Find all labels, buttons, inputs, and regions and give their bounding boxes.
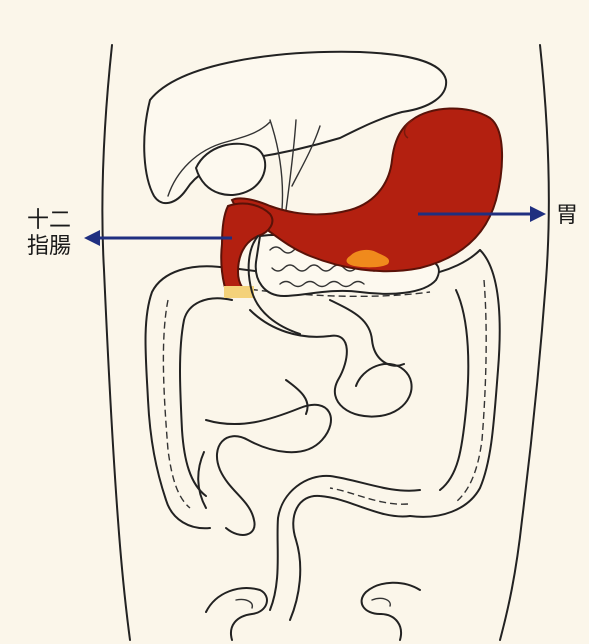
sigmoid-colon <box>290 496 410 620</box>
arrow-to-duodenum <box>84 230 232 246</box>
descending-colon-dash <box>456 280 486 502</box>
pelvis-left <box>206 588 267 640</box>
colon <box>146 266 229 528</box>
sigmoid-colon-inner <box>270 476 420 610</box>
pelvis-right <box>362 583 420 640</box>
torso-outline-right <box>500 45 549 640</box>
pelvis-right-inner <box>372 598 390 606</box>
stomach-label: 胃 <box>556 203 578 229</box>
small-intestine-3 <box>206 405 331 535</box>
duodenum-label-line1: 十二 <box>18 208 80 234</box>
pelvis-left-inner <box>236 599 252 608</box>
colon-dash <box>163 300 190 508</box>
descending-colon-inner <box>440 290 468 490</box>
duodenum-label: 十二 指腸 <box>18 208 80 260</box>
small-intestine-5 <box>198 452 206 508</box>
small-intestine-2 <box>330 300 404 366</box>
duodenum-label-line2: 指腸 <box>18 234 80 260</box>
duodenum-lower-band <box>224 286 254 298</box>
colon-inner <box>180 298 232 496</box>
descending-colon <box>410 250 500 517</box>
torso-outline <box>102 45 130 640</box>
